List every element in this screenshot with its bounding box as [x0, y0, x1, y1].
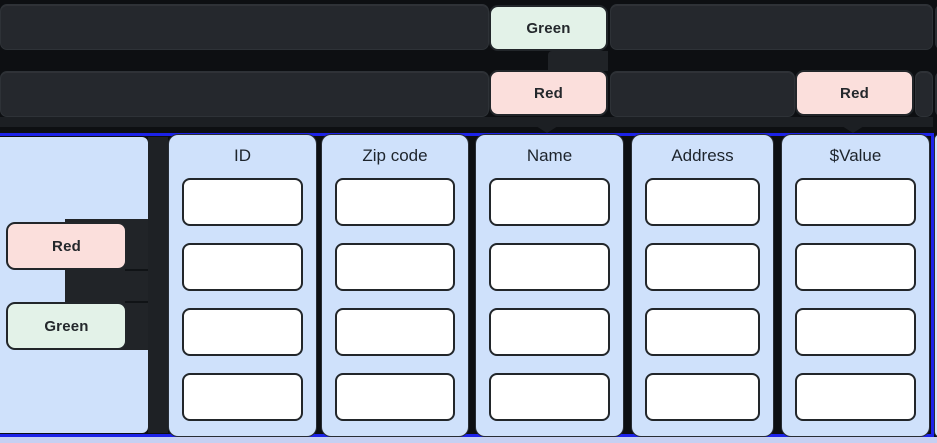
- bottom-panel-edge: [0, 437, 937, 443]
- dark-row-1-segment-right[interactable]: [610, 4, 933, 50]
- empty-cell[interactable]: [795, 373, 916, 421]
- empty-cell[interactable]: [335, 373, 455, 421]
- empty-cell[interactable]: [795, 308, 916, 356]
- row-seam: [125, 269, 148, 271]
- red-badge-left[interactable]: Red: [6, 222, 127, 270]
- empty-cell[interactable]: [335, 178, 455, 226]
- column-header-zip-code: Zip code: [362, 146, 428, 165]
- column-cells: [645, 178, 760, 421]
- green-badge-top[interactable]: Green: [489, 5, 608, 51]
- column-cells: [795, 178, 916, 421]
- column-id[interactable]: ID: [168, 134, 317, 437]
- column-cells: [182, 178, 303, 421]
- empty-cell[interactable]: [489, 243, 610, 291]
- column-value[interactable]: $Value: [781, 134, 930, 437]
- column-header-id: ID: [234, 146, 251, 165]
- dark-row-2-stub: [935, 71, 937, 117]
- dark-row-2-segment-middle[interactable]: [610, 71, 795, 117]
- pointer-arrow-value-column: [842, 126, 864, 133]
- row-connector-block: [548, 51, 608, 71]
- empty-cell[interactable]: [645, 243, 760, 291]
- empty-cell[interactable]: [335, 243, 455, 291]
- empty-cell[interactable]: [182, 373, 303, 421]
- dark-row-2-segment-right[interactable]: [915, 71, 933, 117]
- column-header-name: Name: [526, 146, 573, 165]
- red-badge-top-right[interactable]: Red: [795, 70, 914, 116]
- pointer-arrow-name-column: [536, 126, 558, 133]
- empty-cell[interactable]: [335, 308, 455, 356]
- row-seam: [125, 301, 148, 303]
- red-badge-top-center[interactable]: Red: [489, 70, 608, 116]
- selection-outline-right: [931, 133, 934, 440]
- empty-cell[interactable]: [489, 178, 610, 226]
- green-badge-left[interactable]: Green: [6, 302, 127, 350]
- empty-cell[interactable]: [645, 373, 760, 421]
- selection-outline-bottom: [0, 434, 933, 437]
- empty-cell[interactable]: [645, 308, 760, 356]
- selection-outline-top: [0, 133, 933, 136]
- empty-cell[interactable]: [182, 178, 303, 226]
- column-cells: [335, 178, 455, 421]
- empty-cell[interactable]: [182, 308, 303, 356]
- column-header-value: $Value: [829, 146, 882, 165]
- dark-row-1-segment-left[interactable]: [0, 4, 489, 50]
- empty-cell[interactable]: [182, 243, 303, 291]
- column-header-address: Address: [671, 146, 734, 165]
- column-name[interactable]: Name: [475, 134, 624, 437]
- empty-cell[interactable]: [795, 178, 916, 226]
- empty-cell[interactable]: [489, 308, 610, 356]
- panel-gap-strip: [148, 137, 168, 433]
- dark-row-1-stub: [935, 4, 937, 50]
- empty-cell[interactable]: [645, 178, 760, 226]
- row-2-underline-strip: [0, 117, 933, 127]
- column-zip-code[interactable]: Zip code: [321, 134, 469, 437]
- empty-cell[interactable]: [489, 373, 610, 421]
- dark-row-2-segment-left[interactable]: [0, 71, 489, 117]
- empty-cell[interactable]: [795, 243, 916, 291]
- column-address[interactable]: Address: [631, 134, 774, 437]
- column-cells: [489, 178, 610, 421]
